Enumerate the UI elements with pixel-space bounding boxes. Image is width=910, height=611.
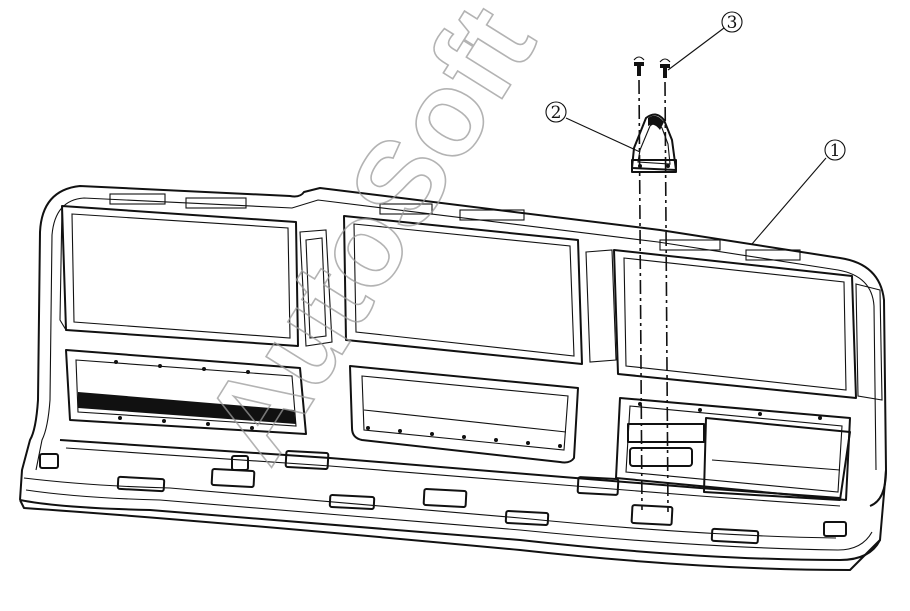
assembly-line-left	[638, 79, 643, 511]
front-clips	[39, 450, 847, 545]
callout-2: 2	[545, 101, 641, 153]
vent-middle	[349, 365, 579, 464]
screw-left	[633, 56, 645, 76]
storage-box-right	[615, 397, 851, 501]
assembly-line-right	[664, 81, 669, 513]
bracket-part	[631, 113, 677, 173]
speaker-frame-middle	[343, 203, 617, 365]
watermark-text: AutoSoft	[178, 0, 560, 484]
callout-1-label: 1	[830, 141, 841, 161]
parcel-shelf-panel	[19, 185, 887, 571]
callout-3: 3	[667, 11, 743, 71]
speaker-frame-right	[613, 239, 883, 401]
callout-1: 1	[751, 139, 846, 245]
vent-left	[65, 349, 307, 435]
screw-right	[659, 58, 671, 78]
callout-2-label: 2	[551, 103, 562, 123]
callout-3-label: 3	[727, 13, 738, 33]
speaker-frame-left	[59, 193, 333, 347]
